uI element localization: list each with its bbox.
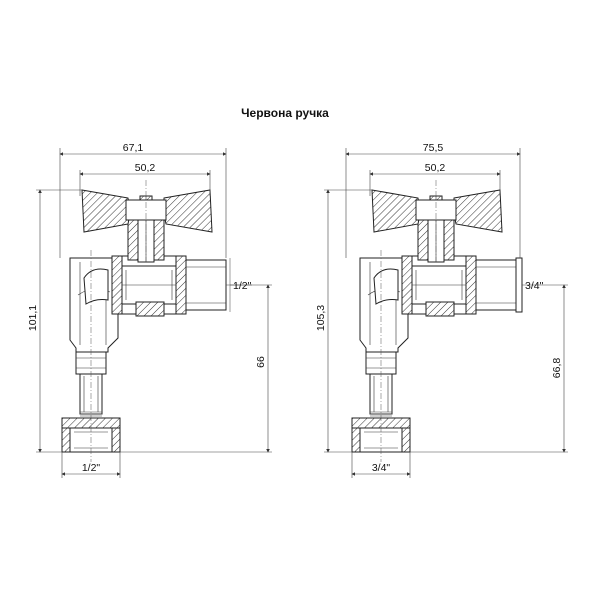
left-dim-height-lower: 66: [255, 356, 267, 368]
right-dim-width-handle: 50,2: [425, 162, 446, 174]
right-dim-height-total: 105,3: [315, 305, 327, 331]
left-valve: 67,1 50,2 101,1 66 1/2" 1/2": [27, 142, 272, 478]
right-thread-outlet: 3/4": [525, 280, 544, 292]
drawing-title: Червона ручка: [241, 106, 329, 120]
left-dim-width-handle: 50,2: [135, 162, 156, 174]
left-dim-height-total: 101,1: [27, 305, 39, 331]
right-dim-height-lower: 66,8: [551, 358, 563, 379]
left-dim-width-total: 67,1: [123, 142, 144, 154]
left-thread-inlet: 1/2": [82, 462, 101, 474]
left-thread-outlet: 1/2": [233, 280, 252, 292]
right-thread-inlet: 3/4": [372, 462, 391, 474]
right-valve: 75,5 50,2 105,3 66,8 3/4" 3/4": [315, 142, 568, 478]
right-dim-width-total: 75,5: [423, 142, 444, 154]
